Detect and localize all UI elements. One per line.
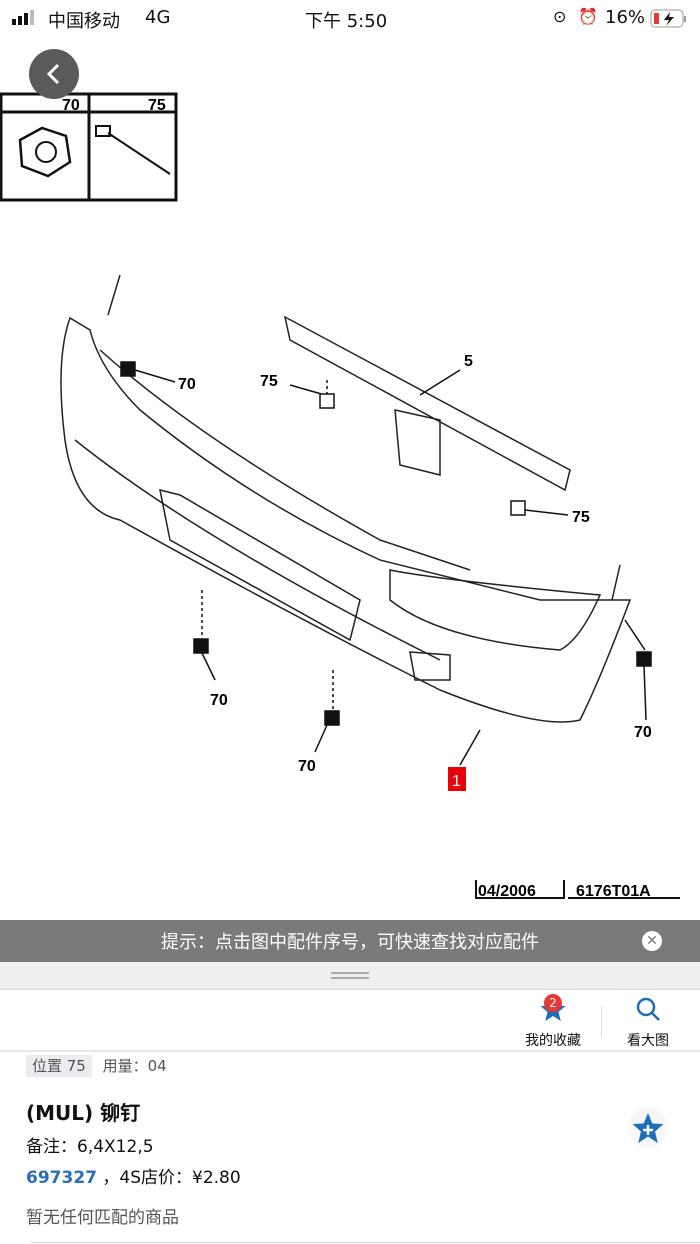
inset-label-rivet[interactable]: 75 (148, 97, 166, 114)
close-icon[interactable]: ✕ (642, 931, 662, 951)
search-icon (636, 997, 660, 1021)
view-large-label: 看大图 (627, 1033, 669, 1049)
back-button[interactable] (29, 49, 79, 99)
hint-text: 提示：点击图中配件序号，可快速查找对应配件 (161, 932, 539, 953)
quantity-label: 用量：04 (102, 1057, 167, 1075)
hint-banner: 提示：点击图中配件序号，可快速查找对应配件 ✕ (0, 920, 700, 962)
view-large-button[interactable]: 看大图 (624, 996, 672, 1050)
clock: 下午 5:50 (305, 11, 388, 32)
drag-handle[interactable] (0, 962, 700, 990)
date-stamp: 04/2006 (478, 883, 536, 900)
part-note: 备注：6,4X12,5 (26, 1137, 154, 1157)
match-status: 暂无任何匹配的商品 (26, 1208, 179, 1228)
part-price-line: 697327 ，4S店价：¥2.80 (26, 1163, 241, 1188)
part-number-link[interactable]: 697327 (26, 1168, 97, 1188)
callout-1[interactable]: 1 (452, 773, 461, 790)
network-type: 4G (145, 7, 171, 28)
position-info: 位置 75 用量：04 (26, 1055, 167, 1077)
favorites-button[interactable]: 2 我的收藏 (522, 994, 584, 1050)
battery-percent: 16% (605, 7, 646, 28)
callout-markers (120, 361, 652, 766)
callout-75-right[interactable]: 75 (572, 509, 590, 526)
divider (601, 1006, 602, 1038)
callout-70-left[interactable]: 70 (178, 376, 196, 393)
part-price: ，4S店价：¥2.80 (102, 1168, 241, 1188)
favorites-label: 我的收藏 (525, 1033, 581, 1049)
star-plus-icon (632, 1113, 664, 1143)
favorites-count-badge: 2 (544, 994, 562, 1012)
status-bar: 中国移动 4G 下午 5:50 ⊙ ⏰ 16% (0, 0, 700, 40)
callout-70-right[interactable]: 70 (634, 724, 652, 741)
callout-5[interactable]: 5 (464, 353, 473, 370)
position-label: 位置 75 (26, 1055, 92, 1077)
toolbar: 2 我的收藏 看大图 (0, 990, 700, 1052)
ref-code: 6176T01A (576, 883, 651, 900)
inset-label-nut[interactable]: 70 (62, 97, 80, 114)
add-favorite-button[interactable] (628, 1108, 668, 1148)
chevron-left-icon (46, 63, 60, 85)
carrier: 中国移动 (48, 11, 120, 32)
callout-1-highlight[interactable] (448, 767, 466, 791)
battery-icon (650, 9, 686, 28)
callout-70-bottom-left[interactable]: 70 (210, 692, 228, 709)
part-name: (MUL) 铆钉 (26, 1101, 141, 1125)
bumper-drawing (60, 274, 632, 723)
divider (30, 1242, 700, 1243)
signal-icon (12, 10, 34, 25)
drawing-stamp (475, 880, 680, 899)
rotation-lock-icon: ⊙ (553, 7, 567, 26)
callout-70-bottom[interactable]: 70 (298, 758, 316, 775)
callout-75-top[interactable]: 75 (260, 373, 278, 390)
inset-box (0, 92, 178, 202)
alarm-icon: ⏰ (578, 7, 598, 26)
parts-diagram[interactable]: 70 75 70 75 5 75 70 70 70 1 04/2006 6176… (0, 40, 700, 920)
